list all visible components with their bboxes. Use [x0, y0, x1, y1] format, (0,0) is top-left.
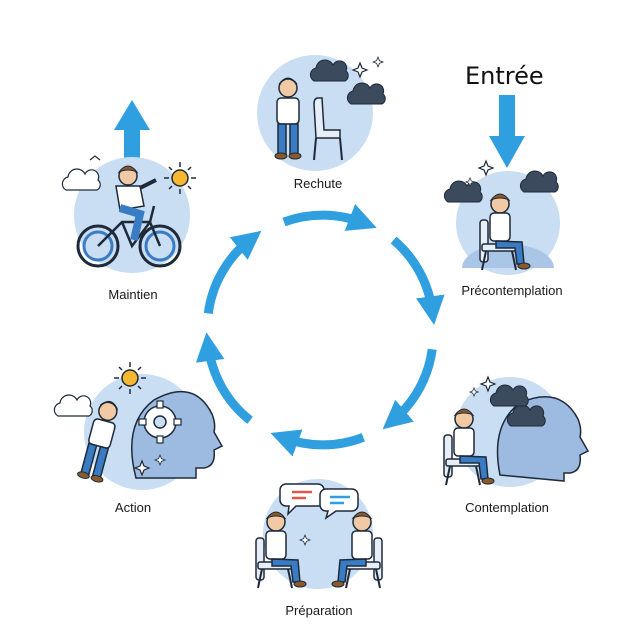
cycle-arrow-1: [282, 204, 377, 231]
stage-label-maintien: Maintien: [108, 287, 158, 302]
contemplation-illustration: [443, 376, 590, 487]
cycle-arrows: [195, 204, 445, 457]
rechute-illustration: [257, 55, 386, 171]
stage-label-contemplation: Contemplation: [465, 500, 549, 515]
sparkle-icon: [478, 160, 494, 176]
cycle-arrow-3: [382, 348, 437, 430]
stage-label-action: Action: [114, 500, 152, 515]
preparation-illustration: [255, 479, 383, 589]
bicycle-icon: [76, 205, 182, 268]
cloud-icon: [519, 170, 559, 193]
cycle-arrow-6: [203, 230, 262, 315]
speech-bubble-icon: [319, 488, 359, 520]
maintien-illustration: [61, 155, 197, 273]
gear-icon: [138, 400, 182, 444]
cloud-icon: [443, 180, 483, 203]
cloud-icon: [53, 394, 93, 417]
action-illustration: [53, 361, 224, 490]
entry-arrow: [489, 95, 525, 168]
cycle-arrow-4: [270, 429, 365, 457]
stage-label-precontemplation: Précontemplation: [461, 283, 563, 298]
speech-bubble-icon: [279, 483, 325, 517]
cycle-arrow-5: [195, 332, 253, 424]
stage-label-rechute: Rechute: [293, 176, 343, 191]
chair-icon: [313, 97, 343, 161]
sparkle-icon: [372, 56, 384, 68]
entry-label: Entrée: [465, 62, 544, 90]
stage-label-preparation: Préparation: [285, 603, 353, 618]
precontemplation-illustration: [443, 160, 560, 275]
cloud-icon: [61, 168, 101, 191]
cycle-arrow-2: [390, 236, 445, 325]
